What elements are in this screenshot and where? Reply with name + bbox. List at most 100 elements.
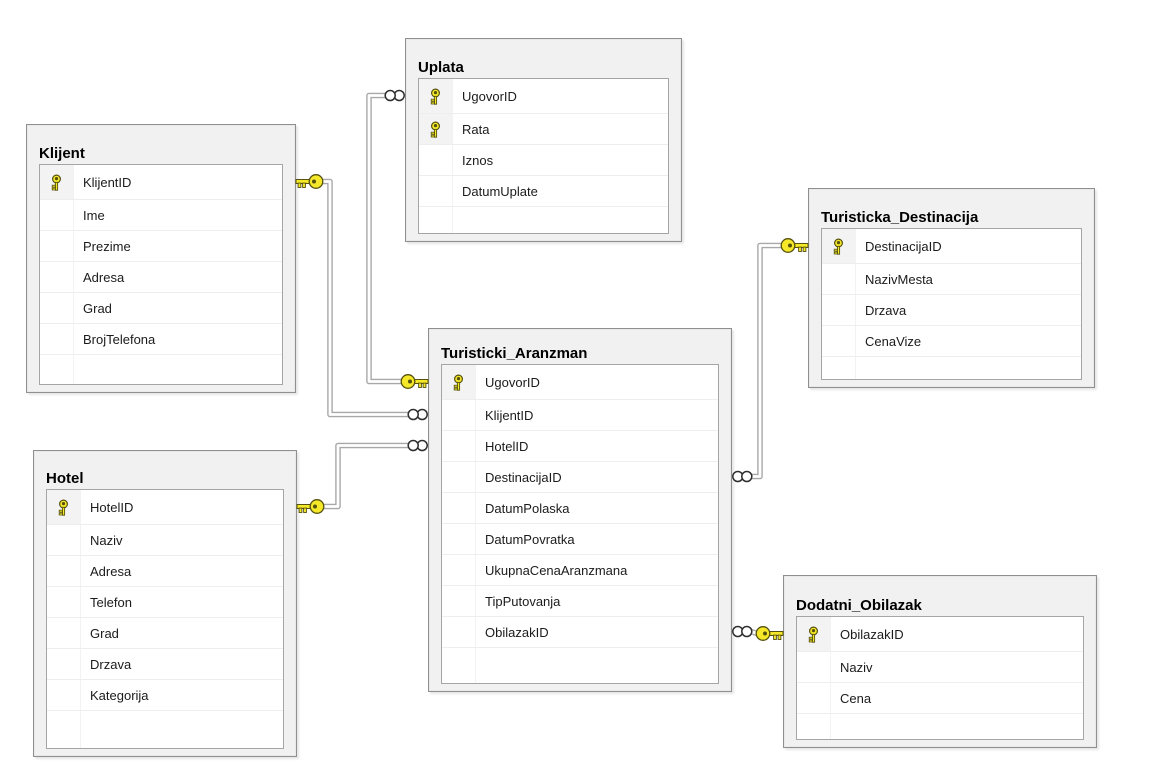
column-name: UkupnaCenaAranzmana [485, 562, 628, 578]
column-row[interactable]: DestinacijaID [822, 229, 1081, 264]
relationship-klijent-turisticki_aranzman[interactable] [295, 174, 428, 421]
table-title[interactable]: Turisticka_Destinacija [821, 209, 979, 226]
relationship-turisticka_destinacija-turisticki_aranzman[interactable] [732, 238, 809, 483]
column-row[interactable]: NazivMesta [822, 264, 1081, 295]
column-row[interactable]: CenaVize [822, 326, 1081, 357]
table-title[interactable]: Klijent [39, 145, 85, 162]
empty-row [40, 355, 282, 384]
icon-cell [442, 617, 476, 647]
column-row[interactable]: DatumPolaska [442, 493, 718, 524]
relationship-dodatni_obilazak-turisticki_aranzman[interactable] [732, 625, 784, 641]
icon-cell [442, 555, 476, 585]
column-name: KlijentID [83, 174, 132, 190]
column-row[interactable]: Naziv [797, 652, 1083, 683]
icon-cell [822, 295, 856, 325]
primary-key-icon [47, 490, 81, 524]
column-row[interactable]: DestinacijaID [442, 462, 718, 493]
column-row[interactable]: Cena [797, 683, 1083, 714]
column-name: Kategorija [90, 687, 149, 703]
column-row[interactable]: UgovorID [442, 365, 718, 400]
column-name: Naziv [90, 532, 123, 548]
icon-cell [419, 145, 453, 175]
icon-cell [442, 648, 476, 683]
column-row[interactable]: Telefon [47, 587, 283, 618]
empty-row [419, 207, 668, 233]
relationship-pipe[interactable] [366, 92, 402, 385]
icon-cell [442, 493, 476, 523]
column-name: Naziv [840, 659, 873, 675]
column-row[interactable]: Naziv [47, 525, 283, 556]
table-title[interactable]: Hotel [46, 470, 84, 487]
column-row[interactable]: UkupnaCenaAranzmana [442, 555, 718, 586]
column-row[interactable]: ObilazakID [797, 617, 1083, 652]
column-row[interactable]: Adresa [47, 556, 283, 587]
column-row[interactable]: BrojTelefona [40, 324, 282, 355]
icon-cell [40, 293, 74, 323]
icon-cell [419, 207, 453, 233]
column-row[interactable]: Grad [47, 618, 283, 649]
column-row[interactable]: Ime [40, 200, 282, 231]
column-name: HotelID [90, 499, 134, 515]
column-name: DatumUplate [462, 183, 538, 199]
column-name: Adresa [83, 269, 125, 285]
column-row[interactable]: HotelID [47, 490, 283, 525]
column-name: Drzava [865, 302, 907, 318]
column-row[interactable]: DatumPovratka [442, 524, 718, 555]
column-row[interactable]: Grad [40, 293, 282, 324]
column-row[interactable]: KlijentID [40, 165, 282, 200]
column-row[interactable]: TipPutovanja [442, 586, 718, 617]
column-name: Prezime [83, 238, 131, 254]
table-title[interactable]: Dodatni_Obilazak [796, 597, 922, 614]
column-row[interactable]: DatumUplate [419, 176, 668, 207]
column-name: DestinacijaID [865, 238, 942, 254]
icon-cell [47, 618, 81, 648]
key-one-side-icon [400, 374, 429, 389]
column-name: DatumPolaska [485, 500, 570, 516]
table-title[interactable]: Uplata [418, 59, 464, 76]
column-row[interactable]: HotelID [442, 431, 718, 462]
icon-cell [47, 680, 81, 710]
column-name: NazivMesta [865, 271, 933, 287]
relationship-hotel-turisticki_aranzman[interactable] [296, 439, 428, 514]
primary-key-icon [442, 365, 476, 399]
relationship-pipe[interactable] [323, 442, 409, 510]
icon-cell [40, 262, 74, 292]
many-infinity-icon [407, 439, 428, 452]
column-name: Drzava [90, 656, 132, 672]
icon-cell [47, 711, 81, 748]
column-row[interactable]: KlijentID [442, 400, 718, 431]
icon-cell [47, 587, 81, 617]
relationship-pipe-core [323, 444, 409, 508]
column-name: ObilazakID [840, 626, 904, 642]
relationship-turisticki_aranzman-uplata[interactable] [366, 89, 429, 389]
table-title[interactable]: Turisticki_Aranzman [441, 345, 588, 362]
column-row[interactable]: Rata [419, 114, 668, 145]
column-row[interactable]: Adresa [40, 262, 282, 293]
column-row[interactable]: UgovorID [419, 79, 668, 114]
column-name: Adresa [90, 563, 132, 579]
column-row[interactable]: ObilazakID [442, 617, 718, 648]
key-one-side-icon [780, 238, 809, 253]
relationship-pipe[interactable] [751, 242, 782, 480]
column-row[interactable]: Prezime [40, 231, 282, 262]
column-row[interactable]: Iznos [419, 145, 668, 176]
column-row[interactable]: Kategorija [47, 680, 283, 711]
primary-key-icon [797, 617, 831, 651]
column-row[interactable]: Drzava [47, 649, 283, 680]
column-name: UgovorID [462, 88, 517, 104]
relationship-pipe-core [367, 94, 402, 383]
column-row[interactable]: Drzava [822, 295, 1081, 326]
key-one-side-icon [295, 174, 324, 189]
column-name: HotelID [485, 438, 529, 454]
